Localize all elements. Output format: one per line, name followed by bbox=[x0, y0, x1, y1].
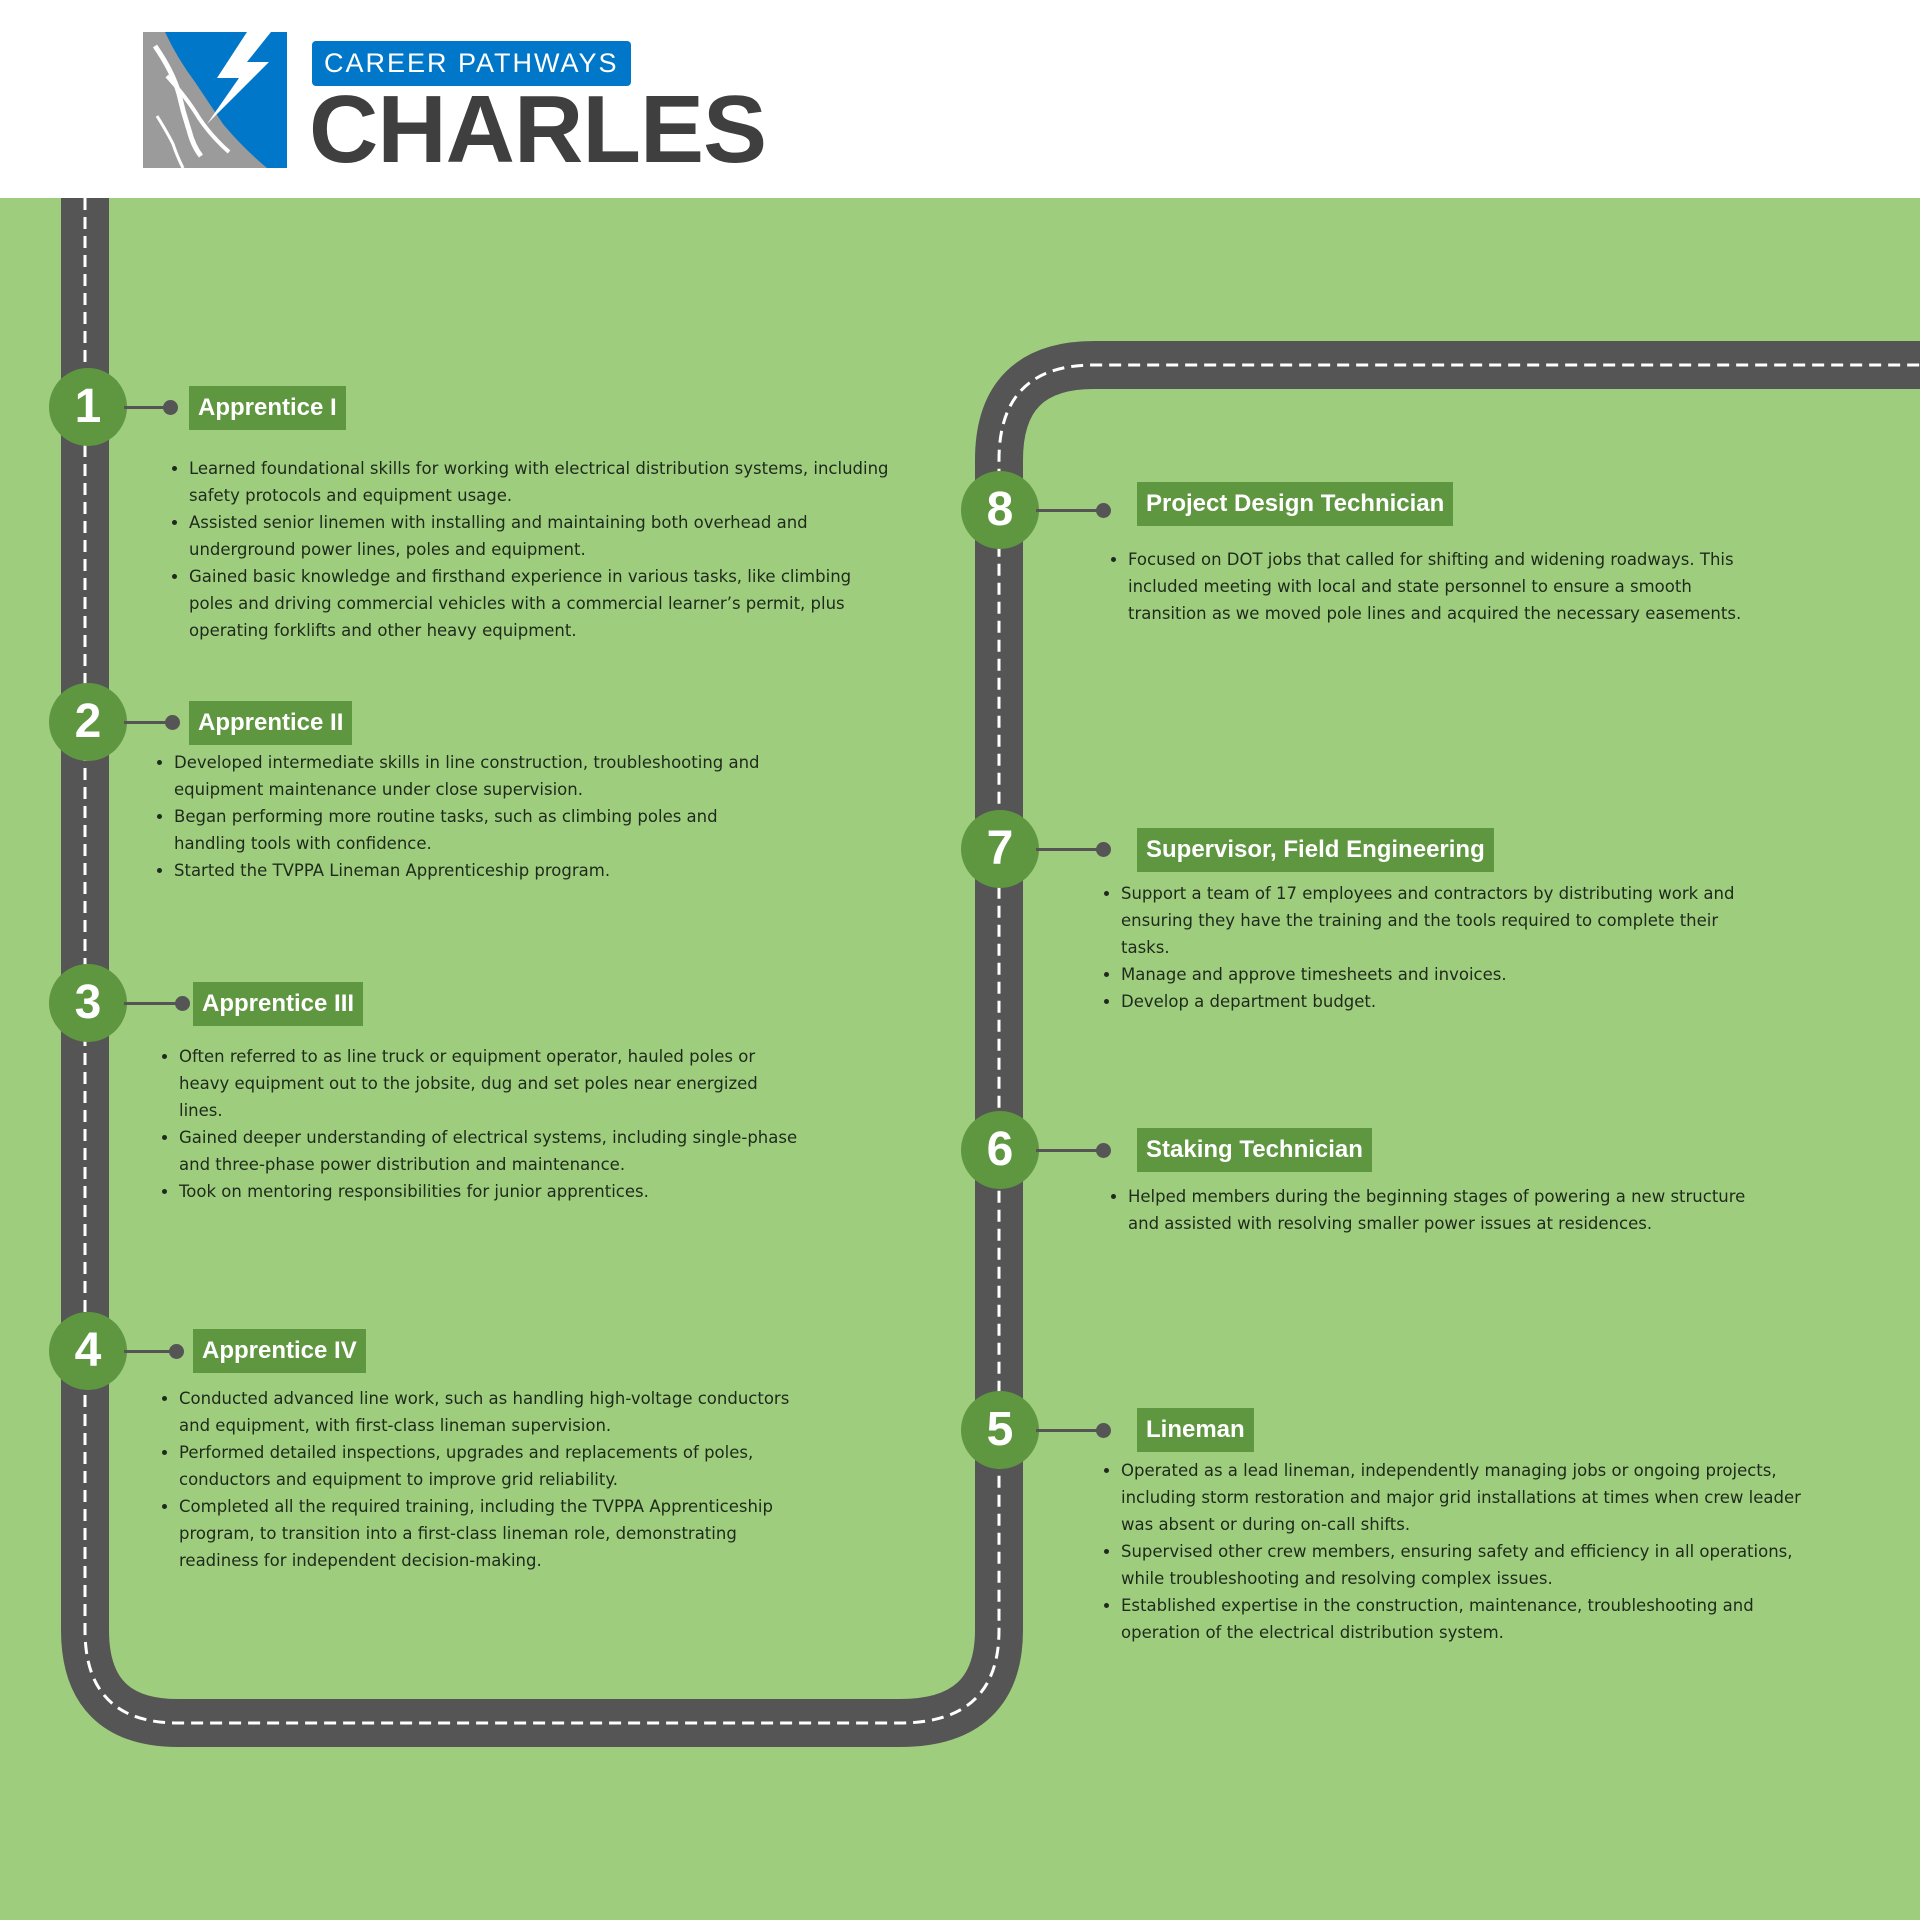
step-connector-line bbox=[124, 1002, 182, 1005]
step-connector-dot bbox=[1096, 1423, 1111, 1438]
step-connector-dot bbox=[1096, 503, 1111, 518]
step-bullet: Established expertise in the constructio… bbox=[1121, 1592, 1811, 1646]
step-bullet: Began performing more routine tasks, suc… bbox=[174, 803, 794, 857]
step-title: Lineman bbox=[1137, 1408, 1254, 1452]
step-connector-line bbox=[1036, 509, 1103, 512]
step-bullet: Focused on DOT jobs that called for shif… bbox=[1128, 546, 1748, 627]
step-description-list: Support a team of 17 employees and contr… bbox=[1101, 880, 1746, 1015]
step-connector-dot bbox=[163, 400, 178, 415]
step-bullet: Gained basic knowledge and firsthand exp… bbox=[189, 563, 889, 644]
step-bullet: Learned foundational skills for working … bbox=[189, 455, 889, 509]
step-title: Staking Technician bbox=[1137, 1128, 1372, 1172]
step-bullet: Performed detailed inspections, upgrades… bbox=[179, 1439, 804, 1493]
step-title: Apprentice I bbox=[189, 386, 346, 430]
step-bullet: Develop a department budget. bbox=[1121, 988, 1746, 1015]
step-bullet: Operated as a lead lineman, independentl… bbox=[1121, 1457, 1811, 1538]
step-bullet: Assisted senior linemen with installing … bbox=[189, 509, 889, 563]
step-number-badge: 7 bbox=[961, 810, 1039, 888]
step-number-badge: 5 bbox=[961, 1391, 1039, 1469]
step-bullet: Gained deeper understanding of electrica… bbox=[179, 1124, 804, 1178]
step-bullet: Completed all the required training, inc… bbox=[179, 1493, 804, 1574]
step-connector-line bbox=[1036, 1149, 1103, 1152]
step-description-list: Conducted advanced line work, such as ha… bbox=[159, 1385, 804, 1574]
header: CAREER PATHWAYS CHARLES bbox=[0, 0, 1920, 198]
step-number-badge: 4 bbox=[49, 1312, 127, 1390]
step-number-badge: 6 bbox=[961, 1111, 1039, 1189]
step-connector-line bbox=[1036, 848, 1103, 851]
step-bullet: Started the TVPPA Lineman Apprenticeship… bbox=[174, 857, 794, 884]
step-description-list: Developed intermediate skills in line co… bbox=[154, 749, 794, 884]
header-tag: CAREER PATHWAYS bbox=[312, 41, 631, 86]
step-bullet: Developed intermediate skills in line co… bbox=[174, 749, 794, 803]
step-description-list: Operated as a lead lineman, independentl… bbox=[1101, 1457, 1811, 1646]
step-bullet: Often referred to as line truck or equip… bbox=[179, 1043, 804, 1124]
step-bullet: Manage and approve timesheets and invoic… bbox=[1121, 961, 1746, 988]
step-description-list: Helped members during the beginning stag… bbox=[1108, 1183, 1753, 1237]
step-bullet: Helped members during the beginning stag… bbox=[1128, 1183, 1753, 1237]
step-connector-line bbox=[1036, 1429, 1103, 1432]
step-connector-line bbox=[124, 721, 172, 724]
step-connector-dot bbox=[175, 996, 190, 1011]
step-title: Apprentice III bbox=[193, 982, 364, 1026]
step-connector-line bbox=[124, 406, 170, 409]
step-number-badge: 3 bbox=[49, 964, 127, 1042]
step-title: Apprentice II bbox=[189, 701, 353, 745]
step-number-badge: 1 bbox=[49, 368, 127, 446]
step-number-badge: 8 bbox=[961, 471, 1039, 549]
step-title: Apprentice IV bbox=[193, 1329, 366, 1373]
step-title: Supervisor, Field Engineering bbox=[1137, 828, 1494, 872]
step-bullet: Support a team of 17 employees and contr… bbox=[1121, 880, 1746, 961]
step-bullet: Conducted advanced line work, such as ha… bbox=[179, 1385, 804, 1439]
step-description-list: Focused on DOT jobs that called for shif… bbox=[1108, 546, 1748, 627]
step-description-list: Learned foundational skills for working … bbox=[169, 455, 889, 644]
step-connector-dot bbox=[1096, 842, 1111, 857]
step-connector-dot bbox=[165, 715, 180, 730]
step-connector-dot bbox=[1096, 1143, 1111, 1158]
step-connector-dot bbox=[169, 1344, 184, 1359]
step-description-list: Often referred to as line truck or equip… bbox=[159, 1043, 804, 1205]
step-connector-line bbox=[124, 1350, 176, 1353]
step-bullet: Took on mentoring responsibilities for j… bbox=[179, 1178, 804, 1205]
page-title: CHARLES bbox=[309, 76, 767, 183]
step-title: Project Design Technician bbox=[1137, 482, 1454, 526]
mountain-lightning-logo-icon bbox=[143, 32, 287, 168]
step-number-badge: 2 bbox=[49, 683, 127, 761]
step-bullet: Supervised other crew members, ensuring … bbox=[1121, 1538, 1811, 1592]
